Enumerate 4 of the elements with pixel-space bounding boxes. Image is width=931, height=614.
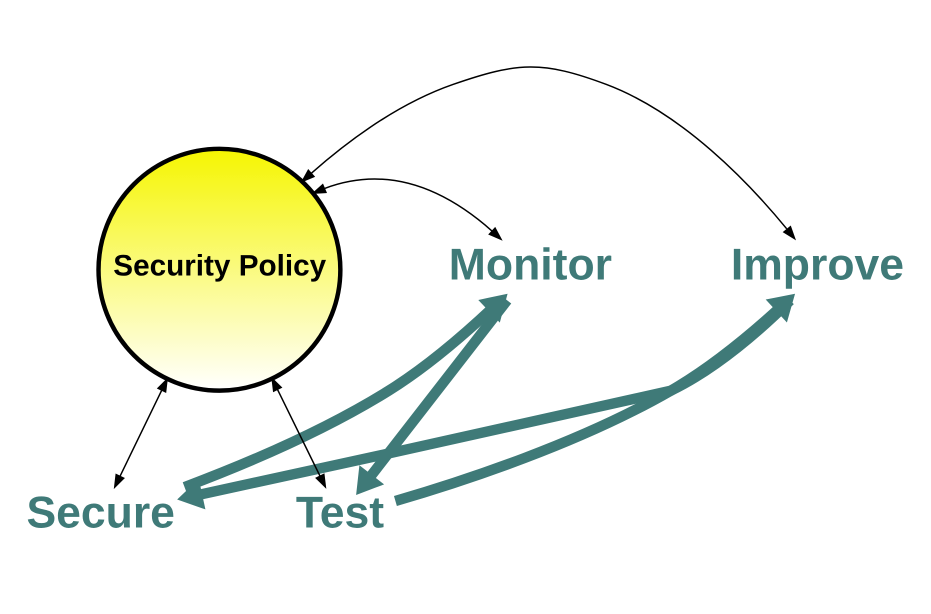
node-text: Monitor [448,240,612,289]
node-text: Test [296,488,384,537]
node-text: Improve [730,240,904,289]
node-text: Secure [26,488,175,537]
